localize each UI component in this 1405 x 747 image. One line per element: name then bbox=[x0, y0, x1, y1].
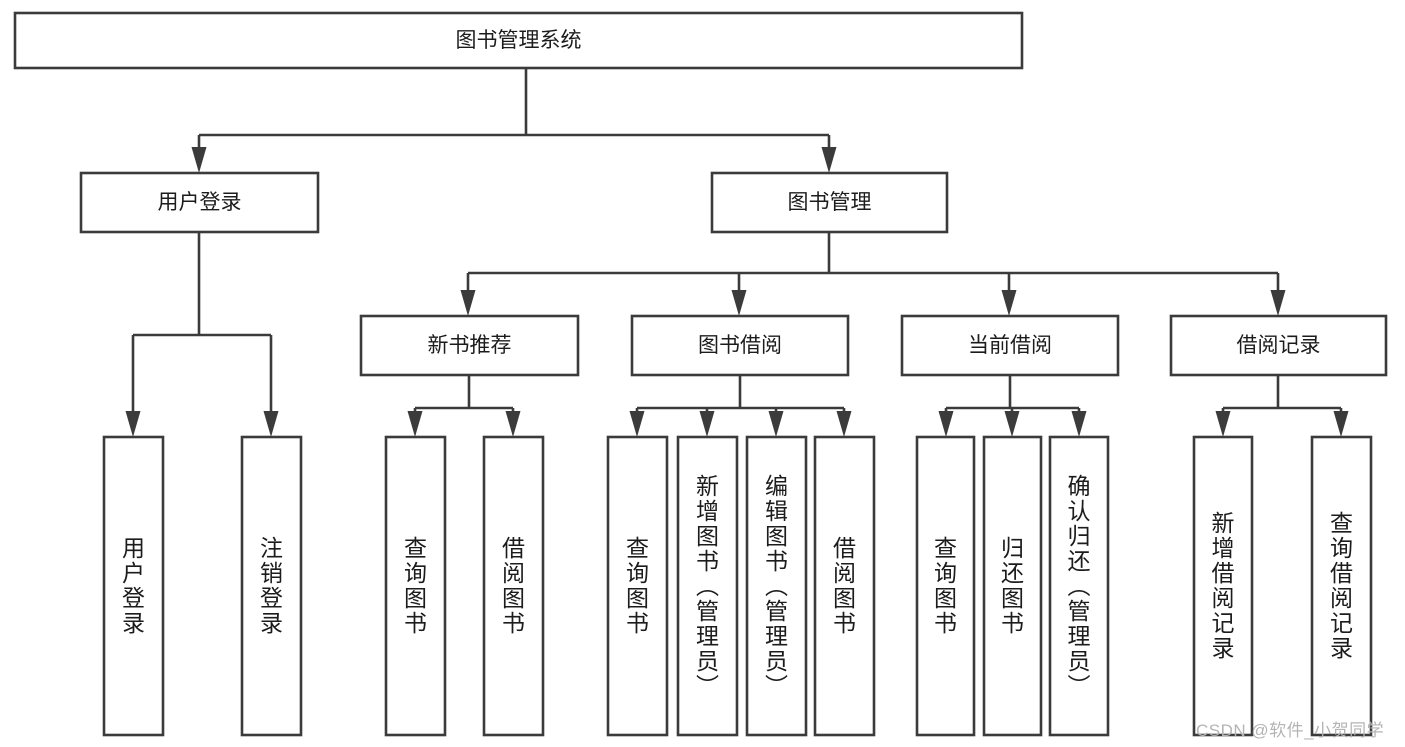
node-box-leaf-return-book[interactable] bbox=[982, 435, 1043, 737]
node-box-leaf-confirm-return[interactable] bbox=[1048, 435, 1110, 737]
node-box-leaf-query-book-recommend[interactable] bbox=[384, 435, 447, 737]
node-label-borrow-record: 借阅记录 bbox=[1237, 334, 1321, 357]
node-box-leaf-add-borrow-record[interactable] bbox=[1192, 435, 1254, 737]
connector-current-borrow-to-leaves bbox=[938, 375, 1087, 437]
node-box-leaf-add-book[interactable] bbox=[676, 435, 739, 737]
arrow-head-icon bbox=[263, 411, 279, 437]
node-box-root[interactable] bbox=[13, 11, 1024, 70]
node-box-new-book-recommend[interactable] bbox=[359, 314, 580, 377]
arrow-head-icon bbox=[1001, 290, 1017, 316]
arrow-head-icon bbox=[1071, 411, 1087, 437]
node-label-book-borrow: 图书借阅 bbox=[698, 334, 782, 357]
connector-layer bbox=[125, 68, 1349, 437]
arrow-head-icon bbox=[407, 411, 423, 437]
connector-book-borrow-to-leaves bbox=[629, 375, 852, 437]
node-box-book-borrow[interactable] bbox=[630, 314, 850, 377]
node-label-root: 图书管理系统 bbox=[456, 29, 582, 52]
arrow-head-icon bbox=[1215, 411, 1231, 437]
node-label-new-book-recommend: 新书推荐 bbox=[428, 334, 512, 357]
connector-book-management-to-level3 bbox=[460, 232, 1286, 316]
node-label-user-login: 用户登录 bbox=[158, 191, 242, 214]
node-box-leaf-borrow-book[interactable] bbox=[813, 435, 876, 737]
node-label-book-management: 图书管理 bbox=[788, 191, 872, 214]
connector-new-book-recommend-to-leaves bbox=[407, 375, 521, 437]
connector-root-to-level2 bbox=[191, 68, 837, 173]
node-box-leaf-user-login[interactable] bbox=[102, 435, 165, 737]
node-box-layer bbox=[13, 11, 1388, 737]
arrow-head-icon bbox=[125, 411, 141, 437]
node-box-leaf-logout[interactable] bbox=[240, 435, 303, 737]
node-box-borrow-record[interactable] bbox=[1169, 314, 1388, 377]
arrow-head-icon bbox=[836, 411, 852, 437]
arrow-head-icon bbox=[699, 411, 715, 437]
arrow-head-icon bbox=[768, 411, 784, 437]
arrow-head-icon bbox=[938, 411, 954, 437]
arrow-head-icon bbox=[1333, 411, 1349, 437]
arrow-head-icon bbox=[1004, 411, 1020, 437]
arrow-head-icon bbox=[505, 411, 521, 437]
node-box-leaf-query-book-borrow[interactable] bbox=[606, 435, 669, 737]
node-box-current-borrow[interactable] bbox=[900, 314, 1120, 377]
node-label-current-borrow: 当前借阅 bbox=[968, 334, 1052, 357]
watermark-text: CSDN @软件_小贺同学 bbox=[1196, 721, 1385, 740]
arrow-head-icon bbox=[821, 147, 837, 173]
connector-user-login-to-leaves bbox=[125, 232, 279, 437]
node-box-leaf-query-book-current[interactable] bbox=[915, 435, 976, 737]
node-box-leaf-borrow-book-recommend[interactable] bbox=[482, 435, 545, 737]
node-box-leaf-query-borrow-record[interactable] bbox=[1310, 435, 1373, 737]
arrow-head-icon bbox=[191, 147, 207, 173]
connector-borrow-record-to-leaves bbox=[1215, 375, 1349, 437]
node-box-leaf-edit-book[interactable] bbox=[745, 435, 808, 737]
node-box-user-login[interactable] bbox=[79, 171, 320, 234]
arrow-head-icon bbox=[629, 411, 645, 437]
node-box-book-management[interactable] bbox=[710, 171, 949, 234]
arrow-head-icon bbox=[1270, 290, 1286, 316]
arrow-head-icon bbox=[460, 290, 476, 316]
arrow-head-icon bbox=[731, 290, 747, 316]
